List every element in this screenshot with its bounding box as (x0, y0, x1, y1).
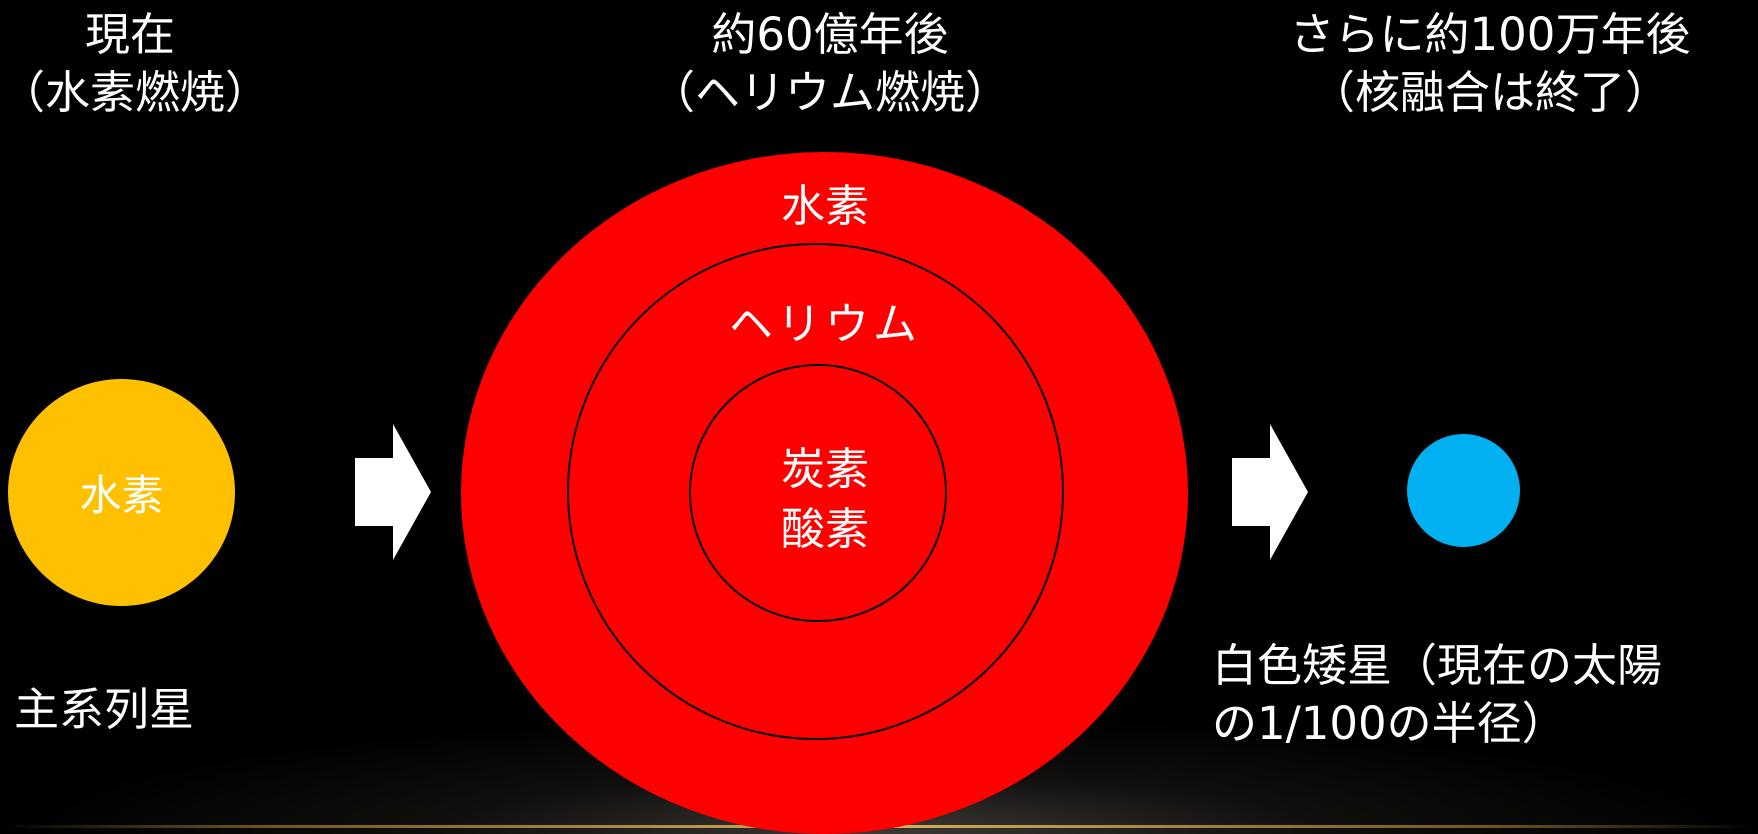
main-sequence-star-circle: 水素 (8, 379, 235, 606)
helium-layer-label: ヘリウム (729, 299, 921, 350)
right-arrow-icon (1232, 424, 1308, 560)
white-dwarf-caption-line1: 白色矮星（現在の太陽 (1212, 639, 1663, 692)
white-dwarf-caption-line2: の1/100の半径） (1212, 697, 1567, 750)
stage-title: 約60億年後 (711, 8, 949, 61)
stage-heading-red-giant: 約60億年後 （ヘリウム燃焼） (600, 6, 1060, 122)
red-giant-core (689, 364, 947, 622)
white-dwarf-circle (1407, 434, 1520, 547)
oxygen-label: 酸素 (781, 504, 869, 555)
sun-layer-label: 水素 (79, 471, 164, 520)
stage-title: さらに約100万年後 (1289, 8, 1691, 61)
stage-heading-white-dwarf: さらに約100万年後 （核融合は終了） (1250, 6, 1730, 122)
stage-title: 現在 (84, 8, 175, 61)
carbon-label: 炭素 (781, 444, 869, 495)
white-dwarf-caption: 白色矮星（現在の太陽 の1/100の半径） (1212, 637, 1662, 753)
stage-subtitle: （水素燃焼） (0, 66, 271, 119)
right-arrow-icon (355, 424, 431, 560)
hydrogen-layer-label: 水素 (781, 181, 869, 232)
stage-subtitle: （核融合は終了） (1309, 66, 1670, 119)
stage-heading-present: 現在 （水素燃焼） (0, 6, 271, 122)
stage-subtitle: （ヘリウム燃焼） (649, 66, 1010, 119)
main-sequence-caption: 主系列星 (14, 683, 195, 736)
core-label: 炭素 酸素 (740, 440, 910, 560)
